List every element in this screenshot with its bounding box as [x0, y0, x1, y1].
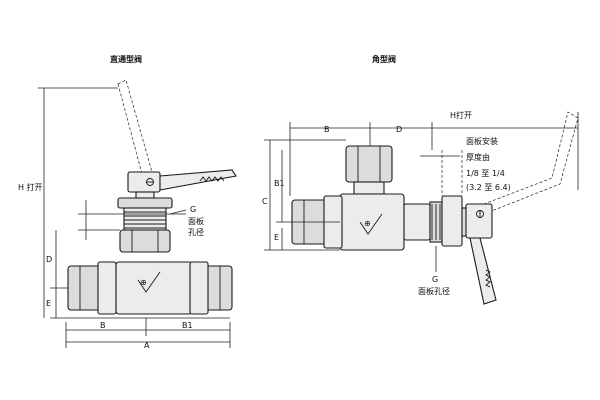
label-a-left: A [144, 341, 150, 350]
label-panel-mount: 面板安装 [466, 136, 498, 146]
label-e-left: E [46, 299, 51, 308]
label-panel-hole-left-2: 孔径 [188, 227, 204, 237]
title-straight-valve: 直通型阀 [110, 54, 142, 64]
valve-body-left: ⊕ [67, 261, 233, 315]
label-h-open-left: H 打开 [18, 182, 43, 192]
label-c-right: C [262, 197, 268, 206]
label-b-right: B [324, 125, 330, 134]
handle-left [127, 169, 237, 193]
label-g-left: G [190, 205, 196, 214]
label-b1-left: B1 [182, 321, 193, 330]
dimension-lines-right [264, 112, 579, 272]
label-panel-hole-right: 面板孔径 [418, 286, 450, 296]
bonnet-left [117, 191, 173, 253]
label-range-in: 1/8 至 1/4 [466, 169, 505, 178]
valve-body-right: ⊕ [291, 193, 469, 251]
label-thickness-from: 厚度由 [466, 152, 490, 162]
label-e-right: E [274, 233, 279, 242]
label-b-left: B [100, 321, 106, 330]
label-d-left: D [46, 255, 52, 264]
label-range-mm: (3.2 至 6.4) [466, 183, 511, 192]
svg-text:⊕: ⊕ [364, 219, 371, 228]
label-panel-hole-left-1: 面板 [188, 216, 204, 226]
label-b1-right: B1 [274, 179, 285, 188]
handle-open-outline-right [483, 111, 579, 215]
label-g-right: G [432, 275, 438, 284]
label-d-right: D [396, 125, 402, 134]
label-h-open-right: H打开 [450, 110, 472, 120]
svg-text:⊕: ⊕ [140, 278, 147, 287]
top-fitting-right [345, 145, 393, 195]
handle-right [465, 203, 497, 305]
handle-open-outline-left [117, 79, 153, 175]
title-angle-valve: 角型阀 [372, 54, 396, 64]
dimension-lines-left [38, 87, 231, 348]
